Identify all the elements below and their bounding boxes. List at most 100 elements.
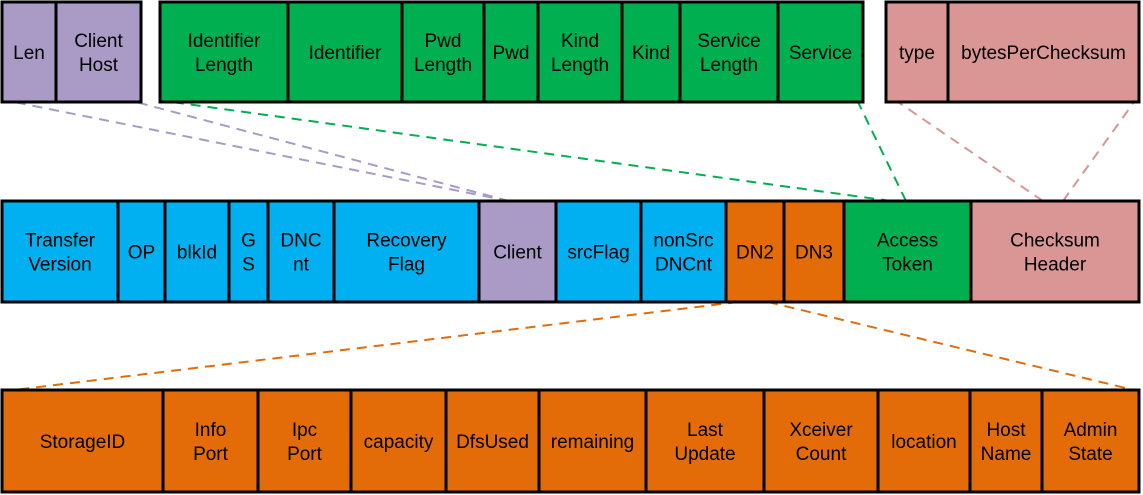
field-box bbox=[349, 388, 448, 494]
field-box bbox=[876, 388, 972, 494]
field-label: bytesPerChecksum bbox=[961, 43, 1126, 64]
field-blkid: blkId bbox=[163, 199, 231, 304]
field-len: Len bbox=[0, 0, 58, 104]
field-box bbox=[969, 199, 1141, 304]
field-box bbox=[158, 0, 290, 104]
field-box bbox=[724, 199, 786, 304]
field-label-line: Length bbox=[414, 55, 472, 76]
field-label-line: Recovery bbox=[366, 231, 447, 252]
field-box bbox=[0, 199, 120, 304]
field-label-line: Length bbox=[551, 55, 609, 76]
field-label-line: Name bbox=[981, 444, 1032, 465]
field-label-line: nonSrc bbox=[653, 231, 713, 252]
field-label: type bbox=[899, 43, 935, 64]
field-box bbox=[482, 0, 540, 104]
field-label-line: Pwd bbox=[493, 43, 530, 64]
field-label-line: Host bbox=[986, 420, 1026, 441]
field-label: Kind bbox=[632, 43, 670, 64]
field-label-line: DN3 bbox=[795, 243, 833, 264]
field-dn2: DN2 bbox=[724, 199, 786, 304]
connector-line-green-left bbox=[171, 101, 892, 202]
field-box bbox=[116, 199, 167, 304]
field-dn3: DN3 bbox=[782, 199, 846, 304]
field-label-line: remaining bbox=[551, 432, 634, 453]
field-label-line: Kind bbox=[632, 43, 670, 64]
field-label-line: Port bbox=[193, 444, 229, 465]
field-label-line: Port bbox=[287, 444, 323, 465]
field-label-line: State bbox=[1068, 444, 1112, 465]
field-label-line: Length bbox=[195, 55, 253, 76]
field-label-line: Last bbox=[687, 420, 724, 441]
field-type: type bbox=[884, 0, 950, 104]
field-label-line: S bbox=[242, 255, 255, 276]
field-label-line: Version bbox=[28, 255, 91, 276]
field-box bbox=[644, 388, 766, 494]
field-label-line: Host bbox=[79, 55, 119, 76]
field-label-line: location bbox=[891, 432, 957, 453]
field-box bbox=[161, 388, 260, 494]
field-label: srcFlag bbox=[567, 243, 629, 264]
field-label-line: Count bbox=[796, 444, 847, 465]
connector-line-pink-right bbox=[1062, 101, 1135, 202]
field-box bbox=[776, 0, 865, 104]
field-label-line: Identifier bbox=[309, 43, 383, 64]
field-remaining: remaining bbox=[537, 388, 648, 494]
field-label-line: Identifier bbox=[188, 31, 262, 52]
field-label-line: G bbox=[241, 231, 256, 252]
field-box bbox=[536, 0, 624, 104]
field-label-line: Flag bbox=[388, 255, 425, 276]
field-label: DfsUsed bbox=[456, 432, 529, 453]
field-label-line: Service bbox=[697, 31, 760, 52]
field-identifier: Identifier bbox=[286, 0, 404, 104]
field-label-line: Ipc bbox=[292, 420, 317, 441]
field-box bbox=[400, 0, 486, 104]
field-storageid: StorageID bbox=[0, 388, 165, 494]
field-box bbox=[762, 388, 880, 494]
field-label-line: DNC bbox=[280, 231, 321, 252]
field-label-line: Update bbox=[674, 444, 735, 465]
field-label-line: StorageID bbox=[40, 432, 126, 453]
field-box bbox=[554, 199, 643, 304]
field-box bbox=[842, 199, 973, 304]
field-box bbox=[1040, 388, 1141, 494]
field-label: DN3 bbox=[795, 243, 833, 264]
field-label-line: Token bbox=[882, 255, 933, 276]
field-op: OP bbox=[116, 199, 167, 304]
field-label-line: Client bbox=[74, 31, 123, 52]
field-label-line: DfsUsed bbox=[456, 432, 529, 453]
field-label: OP bbox=[128, 243, 155, 264]
field-box bbox=[332, 199, 481, 304]
field-label-line: DNCnt bbox=[655, 255, 713, 276]
field-label: location bbox=[891, 432, 957, 453]
field-box bbox=[639, 199, 728, 304]
field-pwd: Pwd bbox=[482, 0, 540, 104]
field-client: Client bbox=[477, 199, 558, 304]
field-label-line: capacity bbox=[364, 432, 434, 453]
field-location: location bbox=[876, 388, 972, 494]
